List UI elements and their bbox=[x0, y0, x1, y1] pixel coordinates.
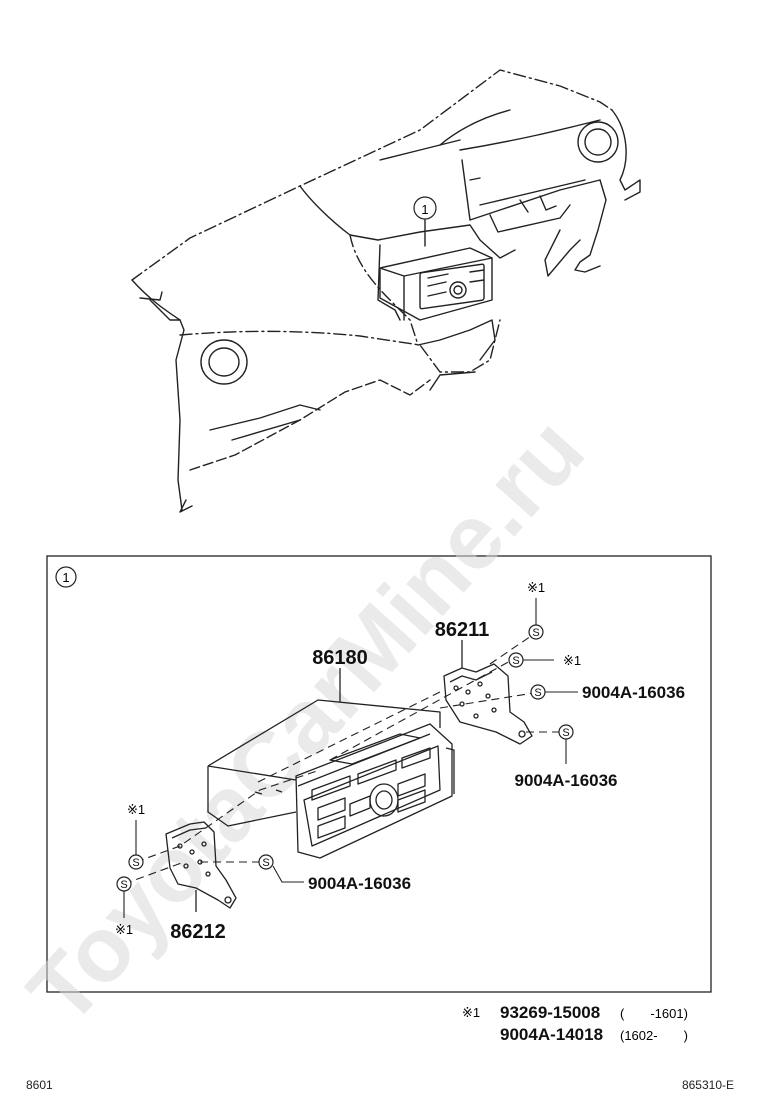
svg-text:S: S bbox=[262, 857, 269, 869]
footnote-mark: ※1 bbox=[462, 1005, 480, 1020]
svg-text:S: S bbox=[532, 627, 539, 639]
footnote-line2-range: (1602- ) bbox=[620, 1028, 688, 1043]
screw-symbol-left-top: S bbox=[128, 854, 144, 870]
screw-symbol-left-side: S bbox=[258, 854, 274, 870]
svg-text:S: S bbox=[512, 655, 519, 667]
watermark-text: ToyotaCarMine.ru bbox=[9, 399, 604, 1043]
svg-text:S: S bbox=[562, 727, 569, 739]
detail-callout: 1 bbox=[55, 566, 77, 588]
label-screw-left: 9004A-16036 bbox=[308, 874, 411, 893]
footnote: ※1 93269-15008 ( -1601) 9004A-14018 (160… bbox=[462, 1003, 688, 1044]
note-mark-left-bottom: ※1 bbox=[115, 922, 133, 937]
label-radio-86180: 86180 bbox=[312, 647, 368, 669]
screw-symbol-right-top: S bbox=[528, 624, 544, 640]
sheet-code-right: 865310-E bbox=[681, 1078, 734, 1092]
leader-lines bbox=[123, 598, 578, 918]
detail-callout-number: 1 bbox=[62, 570, 69, 585]
label-bracket-86212: 86212 bbox=[170, 921, 226, 943]
overview-callout: 1 bbox=[413, 196, 437, 220]
dashboard-overview-drawing bbox=[131, 69, 641, 513]
label-bracket-86211: 86211 bbox=[435, 619, 490, 641]
screw-symbol-left-bottom: S bbox=[116, 876, 132, 892]
label-screw-right-top: 9004A-16036 bbox=[582, 683, 685, 702]
footnote-line2-part: 9004A-14018 bbox=[500, 1025, 603, 1044]
overview-callout-number: 1 bbox=[421, 202, 428, 217]
note-mark-right-mid: ※1 bbox=[563, 653, 581, 668]
screw-symbol-right-bottom: S bbox=[558, 724, 574, 740]
screw-symbol-right-mid: S bbox=[508, 652, 524, 668]
detail-frame bbox=[46, 555, 712, 993]
bracket-86211-drawing bbox=[443, 640, 533, 745]
svg-text:S: S bbox=[120, 879, 127, 891]
footnote-line1-part: 93269-15008 bbox=[500, 1003, 600, 1022]
bracket-86212-drawing bbox=[165, 821, 237, 912]
note-mark-left-top: ※1 bbox=[127, 802, 145, 817]
footnote-line1-range: ( -1601) bbox=[620, 1006, 688, 1021]
assembly-lines bbox=[123, 633, 566, 885]
radio-unit-drawing bbox=[207, 668, 455, 859]
note-mark-right-top: ※1 bbox=[527, 580, 545, 595]
label-screw-right-bottom: 9004A-16036 bbox=[514, 771, 617, 790]
svg-text:S: S bbox=[132, 857, 139, 869]
screw-symbols: S S S S S S S bbox=[116, 624, 574, 892]
svg-text:S: S bbox=[534, 687, 541, 699]
sheet-code-left: 8601 bbox=[26, 1078, 53, 1092]
screw-symbol-right-side: S bbox=[530, 684, 546, 700]
